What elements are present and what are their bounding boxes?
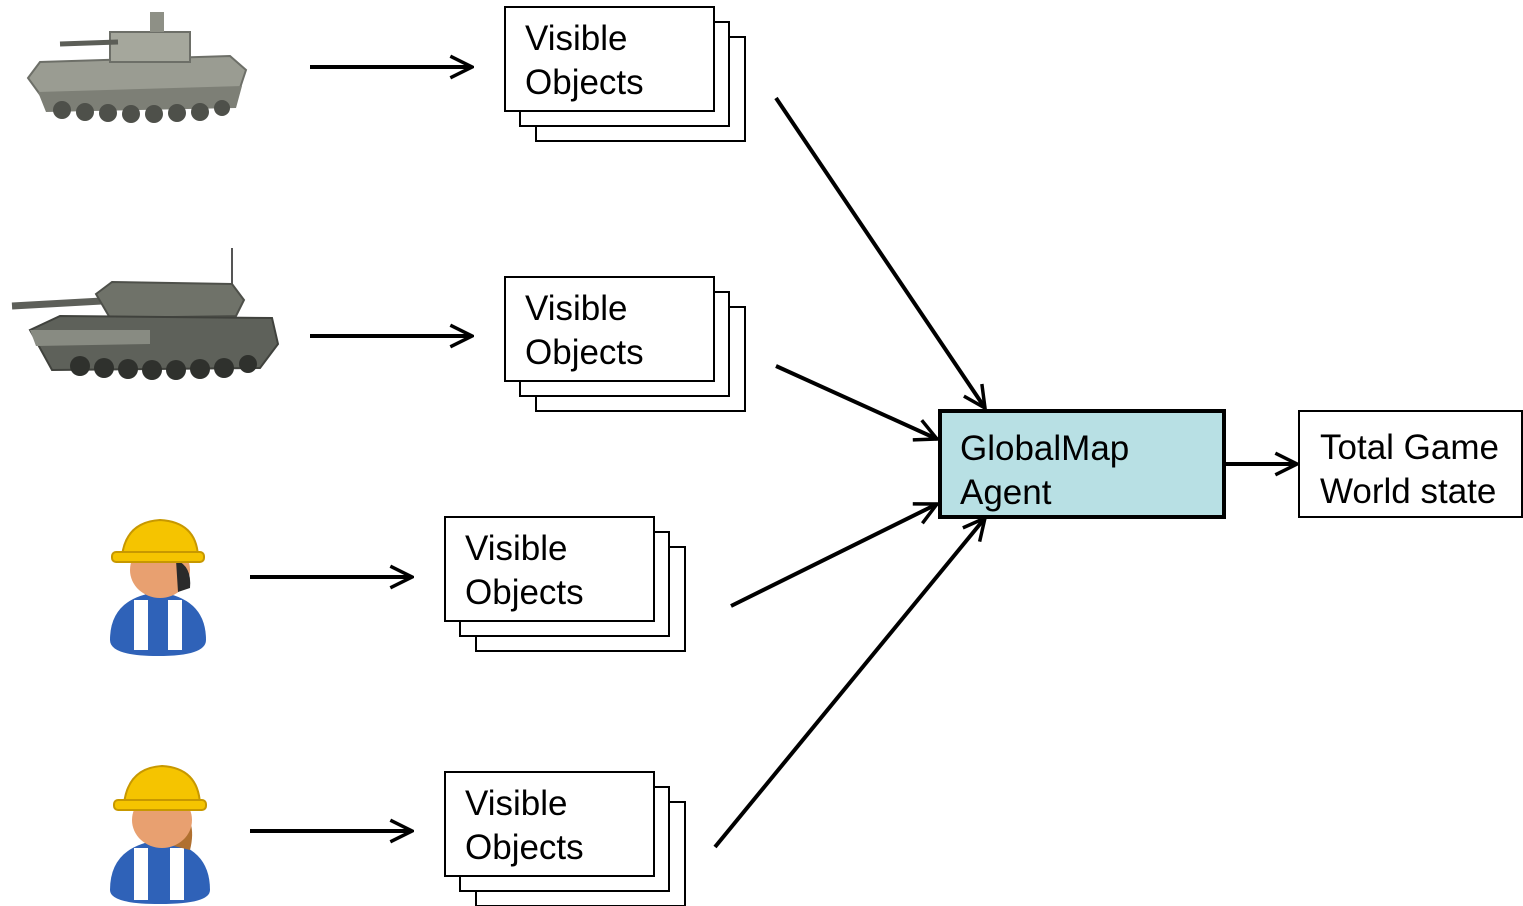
visible-objects-stack-3 xyxy=(444,516,686,652)
visible-objects-label-3: Visible Objects xyxy=(465,529,584,612)
visible-objects-stack-2 xyxy=(504,276,746,412)
visible-objects-label-2: Visible Objects xyxy=(525,289,644,372)
arrow-stack1-to-globalmap xyxy=(774,96,985,408)
visible-objects-stack-1 xyxy=(504,6,746,142)
globalmap-agent-line2: Agent xyxy=(960,473,1052,512)
total-game-world-state-box: Total Game World state xyxy=(1298,410,1523,518)
visible-objects-label-1: Visible Objects xyxy=(525,19,644,102)
worker-male-icon xyxy=(110,518,206,656)
visible-objects-stack-4 xyxy=(444,771,686,906)
arrow-stack2-to-globalmap xyxy=(775,364,937,439)
worker-female-icon xyxy=(110,764,210,904)
arrow-stack3-to-globalmap xyxy=(730,504,937,608)
visible-objects-label-4: Visible Objects xyxy=(465,784,584,867)
output-line1: Total Game xyxy=(1320,428,1499,467)
battle-tank-icon xyxy=(11,248,280,380)
arrow-stack4-to-globalmap xyxy=(713,518,985,849)
globalmap-agent-box: GlobalMap Agent xyxy=(938,409,1226,519)
output-line2: World state xyxy=(1320,472,1497,511)
globalmap-agent-line1: GlobalMap xyxy=(960,429,1130,468)
ifv-tank-icon xyxy=(26,12,248,123)
